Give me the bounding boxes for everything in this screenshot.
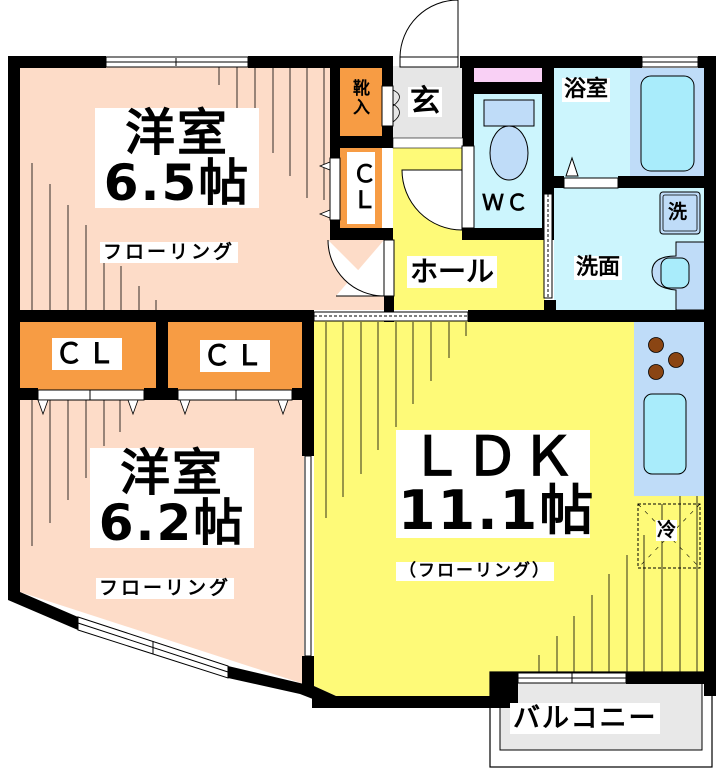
closet-left-label: ＣＬ (52, 338, 123, 370)
western-room-1-flooring: フローリング (100, 242, 239, 263)
windows (77, 56, 699, 684)
stove-burner-icon (668, 352, 684, 368)
flooring-lines (31, 66, 698, 672)
bath-label: 浴室 (562, 77, 611, 102)
kitchen-sink (643, 393, 687, 475)
entrance-step (392, 137, 464, 149)
ldk-label: ＬＤＫ 11.1帖 (396, 425, 596, 542)
shoe-closet-fill (340, 68, 382, 136)
western-room-1-label: 洋室 6.5帖 (95, 108, 259, 208)
closet-small-label-bg (347, 152, 375, 224)
wc-label: ＷＣ (482, 191, 531, 216)
washer-label: 洗 (668, 201, 688, 223)
stove-burner-icon (648, 337, 664, 353)
closet-right-label: ＣＬ (200, 340, 271, 372)
door-markers (37, 89, 400, 416)
closet-small-label: ＣＬ (348, 161, 376, 213)
bathtub (640, 75, 695, 172)
ldk-size: 11.1帖 (398, 479, 596, 542)
walls (8, 56, 716, 708)
washroom-label: 洗面 (574, 255, 623, 280)
fridge-label: 冷 (656, 519, 678, 541)
western-room-2-size: 6.2帖 (98, 494, 246, 552)
toilet-tank (483, 99, 535, 127)
shoe-closet-label: 靴入 (349, 79, 369, 117)
western-room-1-name: 洋室 (125, 104, 229, 162)
western-room-2-label: 洋室 6.2帖 (90, 448, 254, 548)
entrance-label: 玄 (408, 84, 442, 119)
ldk-flooring: （フローリング） (396, 562, 554, 581)
balcony-label: バルコニー (510, 703, 661, 734)
western-room-2-flooring: フローリング (96, 578, 235, 599)
washer-pan (659, 191, 701, 235)
western-room-1-size: 6.5帖 (103, 154, 251, 212)
doors (37, 0, 619, 401)
stove-burner-icon (648, 364, 664, 380)
fridge-space (637, 503, 701, 569)
western-room-2-name: 洋室 (120, 444, 224, 502)
wc-shelf (474, 68, 542, 82)
ldk-name: ＬＤＫ (409, 425, 577, 488)
toilet-bowl (489, 125, 529, 181)
hall-label: ホール (407, 256, 498, 288)
